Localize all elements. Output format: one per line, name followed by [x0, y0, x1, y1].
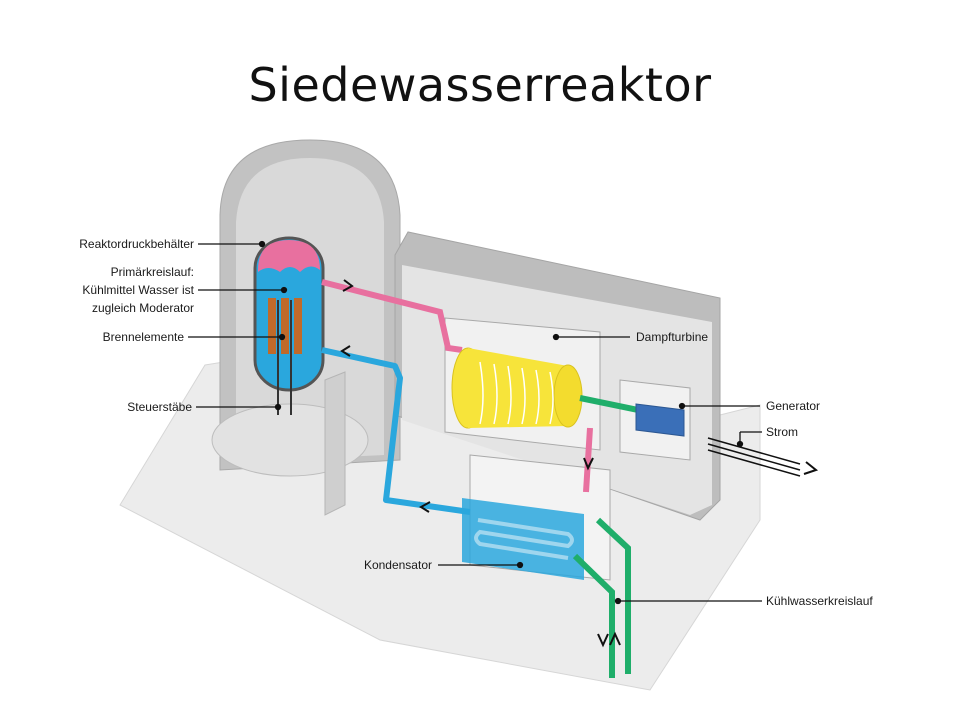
turbine-rotor [451, 347, 583, 429]
exhaust-pipe [583, 427, 593, 493]
cooling-arrow-down [597, 633, 609, 648]
label-control-rods: Steuerstäbe [127, 400, 192, 414]
slide-title: Siedewasserreaktor [248, 58, 712, 112]
exhaust-arrow [583, 457, 594, 471]
label-cooling-water-loop: Kühlwasserkreislauf [766, 594, 873, 608]
label-steam-turbine: Dampfturbine [636, 330, 708, 344]
label-condenser: Kondensator [364, 558, 432, 572]
turbine-hall-wall-front [324, 371, 346, 516]
condenser-coil [474, 518, 574, 560]
feedwater-arrow [340, 345, 351, 357]
generator-body [635, 403, 685, 437]
label-primary-loop-line1: Primärkreislauf: [111, 265, 194, 279]
power-lines [707, 437, 819, 477]
steam-dome [258, 240, 320, 272]
label-reactor-vessel: Reaktordruckbehälter [79, 237, 194, 251]
label-primary-loop-line3: zugleich Moderator [92, 301, 194, 315]
label-generator: Generator [766, 399, 820, 413]
feedwater-pipe [321, 347, 471, 515]
cooling-pipe-in [572, 553, 615, 678]
feedwater-arrow [419, 501, 431, 513]
label-primary-loop-line2: Kühlmittel Wasser ist [82, 283, 194, 297]
fuel-element [281, 298, 289, 354]
fuel-element [294, 298, 302, 354]
generator-shaft [579, 395, 639, 413]
fuel-element [268, 298, 276, 354]
steam-pipe [321, 279, 463, 353]
label-power: Strom [766, 425, 798, 439]
steam-arrow [342, 279, 354, 292]
cooling-arrow-up [609, 631, 621, 646]
cooling-pipe-out [595, 517, 631, 674]
label-fuel-elements: Brennelemente [103, 330, 185, 344]
